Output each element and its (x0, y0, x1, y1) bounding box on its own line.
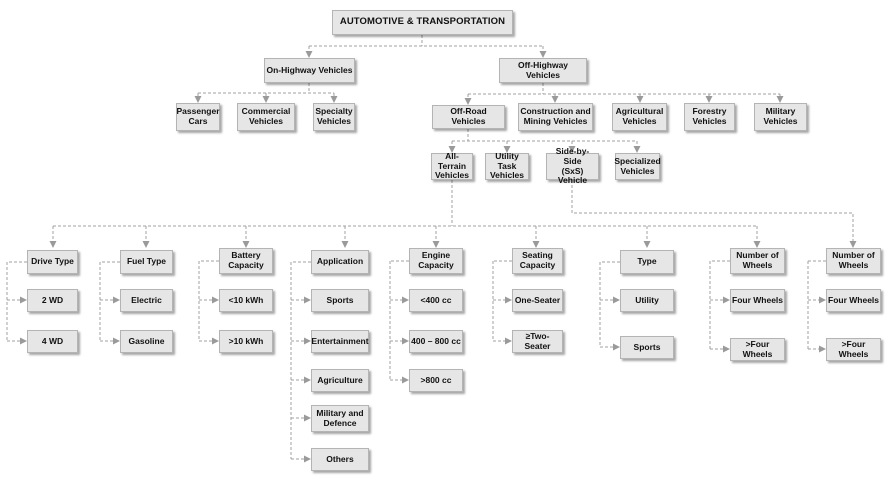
segment-item: >Four Wheels (730, 338, 785, 361)
segment-item: Entertainment (311, 330, 369, 353)
segment-item: Utility (620, 289, 674, 312)
segment-item: Gasoline (120, 330, 173, 353)
agricultural-vehicles-node: Agricultural Vehicles (612, 103, 667, 131)
segment-item: <400 cc (409, 289, 463, 312)
segment-number-of-wheels: Number of Wheels (826, 248, 881, 274)
segment-item: 4 WD (27, 330, 78, 353)
segment-item: Agriculture (311, 369, 369, 392)
segment-item: >10 kWh (219, 330, 273, 353)
utility-task-vehicles-node: Utility Task Vehicles (485, 151, 529, 180)
segment-item: <10 kWh (219, 289, 273, 312)
segment-item: Military and Defence (311, 405, 369, 432)
segment-item: 400 – 800 cc (409, 330, 463, 353)
segment-item: 2 WD (27, 289, 78, 312)
forestry-vehicles-node: Forestry Vehicles (684, 103, 735, 131)
segment-engine-capacity: Engine Capacity (409, 248, 463, 274)
connector-arrow (571, 180, 857, 248)
segment-item: Others (311, 448, 369, 471)
segment-item: >Four Wheels (826, 338, 881, 361)
all-terrain-vehicles-node: All-Terrain Vehicles (431, 151, 473, 180)
segment-battery-capacity: Battery Capacity (219, 248, 273, 274)
off-highway-node: Off-Highway Vehicles (499, 58, 587, 83)
specialized-vehicles-node: Specialized Vehicles (614, 153, 661, 180)
root-node: AUTOMOTIVE & TRANSPORTATION (332, 10, 513, 35)
segment-item: Electric (120, 289, 173, 312)
segment-item: ≥Two-Seater (512, 330, 563, 353)
construction-mining-node: Construction and Mining Vehicles (518, 103, 593, 131)
segment-fuel-type: Fuel Type (120, 250, 173, 274)
segment-item: Four Wheels (730, 289, 785, 312)
on-highway-node: On-Highway Vehicles (264, 58, 355, 83)
segment-drive-type: Drive Type (27, 250, 78, 274)
segment-application: Application (311, 250, 369, 274)
military-vehicles-node: Military Vehicles (754, 103, 807, 131)
off-road-vehicles-node: Off-Road Vehicles (432, 105, 505, 129)
passenger-cars-node: Passenger Cars (176, 103, 220, 131)
segment-item: Sports (620, 336, 674, 359)
segment-item: >800 cc (409, 369, 463, 392)
segment-item: Sports (311, 289, 369, 312)
side-by-side-vehicle-node: Side-by-Side (SxS) Vehicle (546, 146, 599, 185)
segment-number-of-wheels: Number of Wheels (730, 248, 785, 274)
segment-type: Type (620, 250, 674, 274)
segment-seating-capacity: Seating Capacity (512, 248, 563, 274)
commercial-vehicles-node: Commercial Vehicles (237, 103, 295, 131)
segment-item: One-Seater (512, 289, 563, 312)
specialty-vehicles-node: Specialty Vehicles (313, 103, 355, 131)
segment-item: Four Wheels (826, 289, 881, 312)
